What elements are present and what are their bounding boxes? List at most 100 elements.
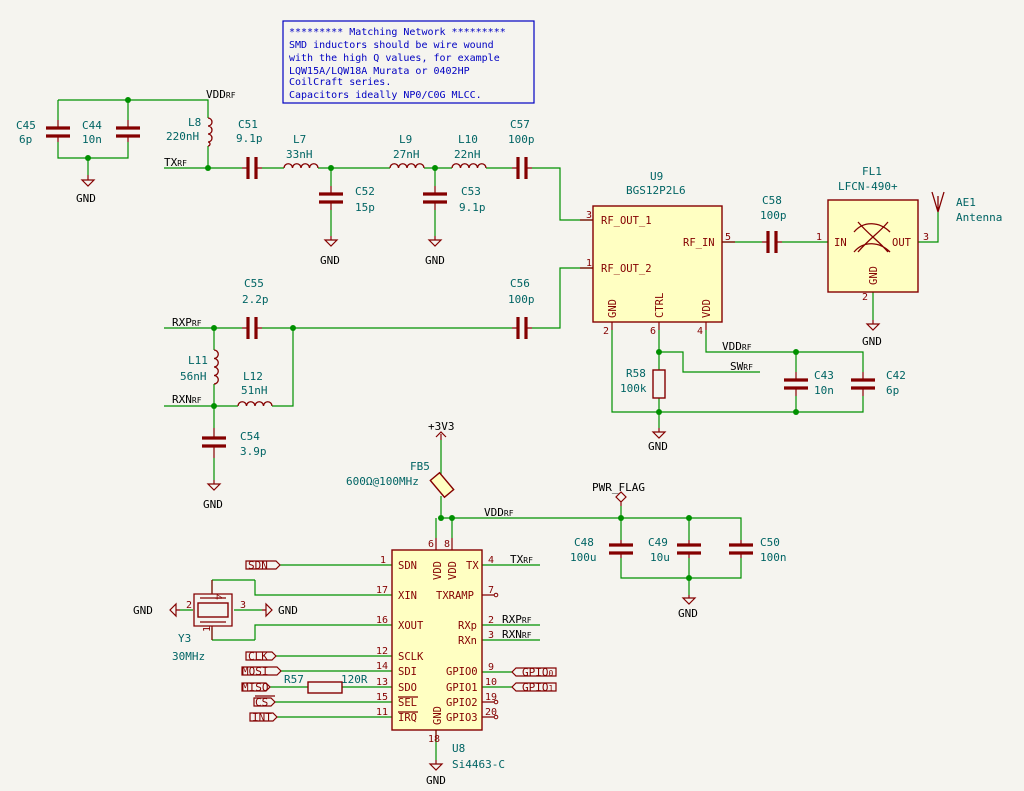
u8-pin-sdn: SDN	[398, 560, 417, 572]
note-line-1: ********* Matching Network *********	[289, 27, 506, 38]
value-l9: 27nH	[393, 148, 420, 161]
ref-c53: C53	[461, 185, 481, 198]
ferrite-fb5: FB5 600Ω@100MHz	[346, 460, 455, 499]
u9-pinnum-6: 6	[650, 326, 656, 337]
u9-pinnum-3: 3	[586, 210, 592, 221]
u8-pinnum-3: 3	[488, 630, 494, 641]
gnd-symbol: GND	[425, 236, 445, 267]
u8-pinnum-10: 10	[485, 677, 497, 688]
value-fl1: LFCN-490+	[838, 180, 898, 193]
net-rxn-rf: RXNRF	[172, 393, 202, 406]
crystal-y3: 2 3 4 1 Y3 30MHz	[172, 580, 246, 663]
value-l7: 33nH	[286, 148, 313, 161]
value-l11: 56nH	[180, 370, 207, 383]
u8-pin-tx: TX	[466, 560, 479, 572]
ref-c44: C44	[82, 119, 102, 132]
power-3v3: +3V3	[428, 420, 455, 440]
u9-pinnum-5: 5	[725, 232, 731, 243]
capacitor-c56: C56 100p	[508, 277, 535, 339]
net-u8-rxp-rf: RXPRF	[502, 613, 532, 626]
inductor-l7: L7 33nH	[283, 133, 319, 169]
ref-c58: C58	[762, 194, 782, 207]
u8-pin-gpio1: GPIO1	[446, 682, 478, 694]
global-label-gpio1-text: GPIO1	[522, 681, 554, 694]
capacitor-c54: C54 3.9p	[202, 428, 267, 458]
ref-l7: L7	[293, 133, 306, 146]
gnd-label: GND	[278, 604, 298, 617]
gnd-label: GND	[678, 607, 698, 620]
note-line-5: CoilCraft series.	[289, 77, 391, 88]
note-line-6: Capacitors ideally NP0/C0G MLCC.	[289, 90, 482, 101]
capacitor-c51: C51 9.1p	[236, 118, 263, 179]
gnd-symbol-left: GND	[133, 602, 180, 618]
net-tx-rf: TXRF	[164, 156, 187, 169]
u8-pinnum-20: 20	[485, 707, 497, 718]
matching-network-note: ********* Matching Network ********* SMD…	[282, 20, 535, 104]
ref-c45: C45	[16, 119, 36, 132]
u8-pin-gnd: GND	[432, 706, 444, 725]
ref-c48: C48	[574, 536, 594, 549]
ref-l12: L12	[243, 370, 263, 383]
ref-c50: C50	[760, 536, 780, 549]
u8-pin-sclk: SCLK	[398, 651, 424, 663]
global-label-gpio1: GPIO1	[511, 681, 557, 694]
u8-pin-rxn: RXn	[458, 635, 477, 647]
u8-pin-sdo: SDO	[398, 682, 417, 694]
y3-pinnum-4: 4	[212, 594, 223, 600]
global-label-miso-text: MISO	[242, 681, 269, 694]
value-c50: 100n	[760, 551, 787, 564]
ref-c43: C43	[814, 369, 834, 382]
gnd-label: GND	[320, 254, 340, 267]
capacitor-c52: C52 15p	[319, 185, 375, 214]
ref-l11: L11	[188, 354, 208, 367]
net-vdd-rf-u8: VDDRF	[484, 506, 514, 519]
pwr-flag: PWR_FLAG	[592, 481, 645, 506]
capacitor-c48: C48 100u	[570, 536, 633, 564]
u9-pinnum-1: 1	[586, 258, 592, 269]
global-label-clk: CLK	[245, 650, 277, 663]
u9-pin-rf-out-2: RF_OUT_2	[601, 263, 652, 275]
capacitor-c50: C50 100n	[729, 536, 787, 564]
u8-pinnum-16: 16	[376, 615, 388, 626]
gnd-symbol: GND	[426, 760, 446, 787]
fl1-pin-out: OUT	[892, 237, 912, 249]
gnd-label: GND	[425, 254, 445, 267]
gnd-label: GND	[648, 440, 668, 453]
ref-c56: C56	[510, 277, 530, 290]
ref-fb5: FB5	[410, 460, 430, 473]
inductor-l8: L8 220nH	[166, 116, 213, 147]
value-c45: 6p	[19, 133, 32, 146]
ref-fl1: FL1	[862, 165, 882, 178]
ref-l10: L10	[458, 133, 478, 146]
ref-c52: C52	[355, 185, 375, 198]
value-r57: 120R	[341, 673, 368, 686]
ref-ae1: AE1	[956, 196, 976, 209]
value-c42: 6p	[886, 384, 899, 397]
fl1-pinnum-2: 2	[862, 292, 868, 303]
u8-pinnum-1: 1	[380, 555, 386, 566]
value-c44: 10n	[82, 133, 102, 146]
capacitor-c44: C44 10n	[82, 119, 140, 146]
value-y3: 30MHz	[172, 650, 205, 663]
filter-fl1: FL1 LFCN-490+ IN OUT GND 1 3 2	[816, 165, 929, 303]
wires	[57, 99, 939, 760]
value-u9: BGS12P2L6	[626, 184, 686, 197]
inductor-l9: L9 27nH	[389, 133, 425, 169]
u8-pinnum-7: 7	[488, 585, 494, 596]
ref-l8: L8	[188, 116, 201, 129]
u8-pinnum-19: 19	[485, 692, 497, 703]
gnd-symbol: GND	[648, 428, 668, 453]
gnd-symbol: GND	[320, 236, 340, 267]
net-sw-rf: SWRF	[730, 360, 753, 373]
gnd-symbol: GND	[76, 175, 96, 205]
value-c57: 100p	[508, 133, 535, 146]
global-label-int: INT	[249, 711, 278, 724]
resistor-r58: R58 100k	[620, 367, 666, 399]
ref-r58: R58	[626, 367, 646, 380]
u9-pin-rf-out-1: RF_OUT_1	[601, 215, 652, 227]
global-label-cs-text: CS	[255, 696, 268, 709]
u8-pin-irq: IRQ	[398, 712, 417, 724]
ref-c42: C42	[886, 369, 906, 382]
ref-u8: U8	[452, 742, 465, 755]
net-vdd-rf-u9: VDDRF	[722, 340, 752, 353]
